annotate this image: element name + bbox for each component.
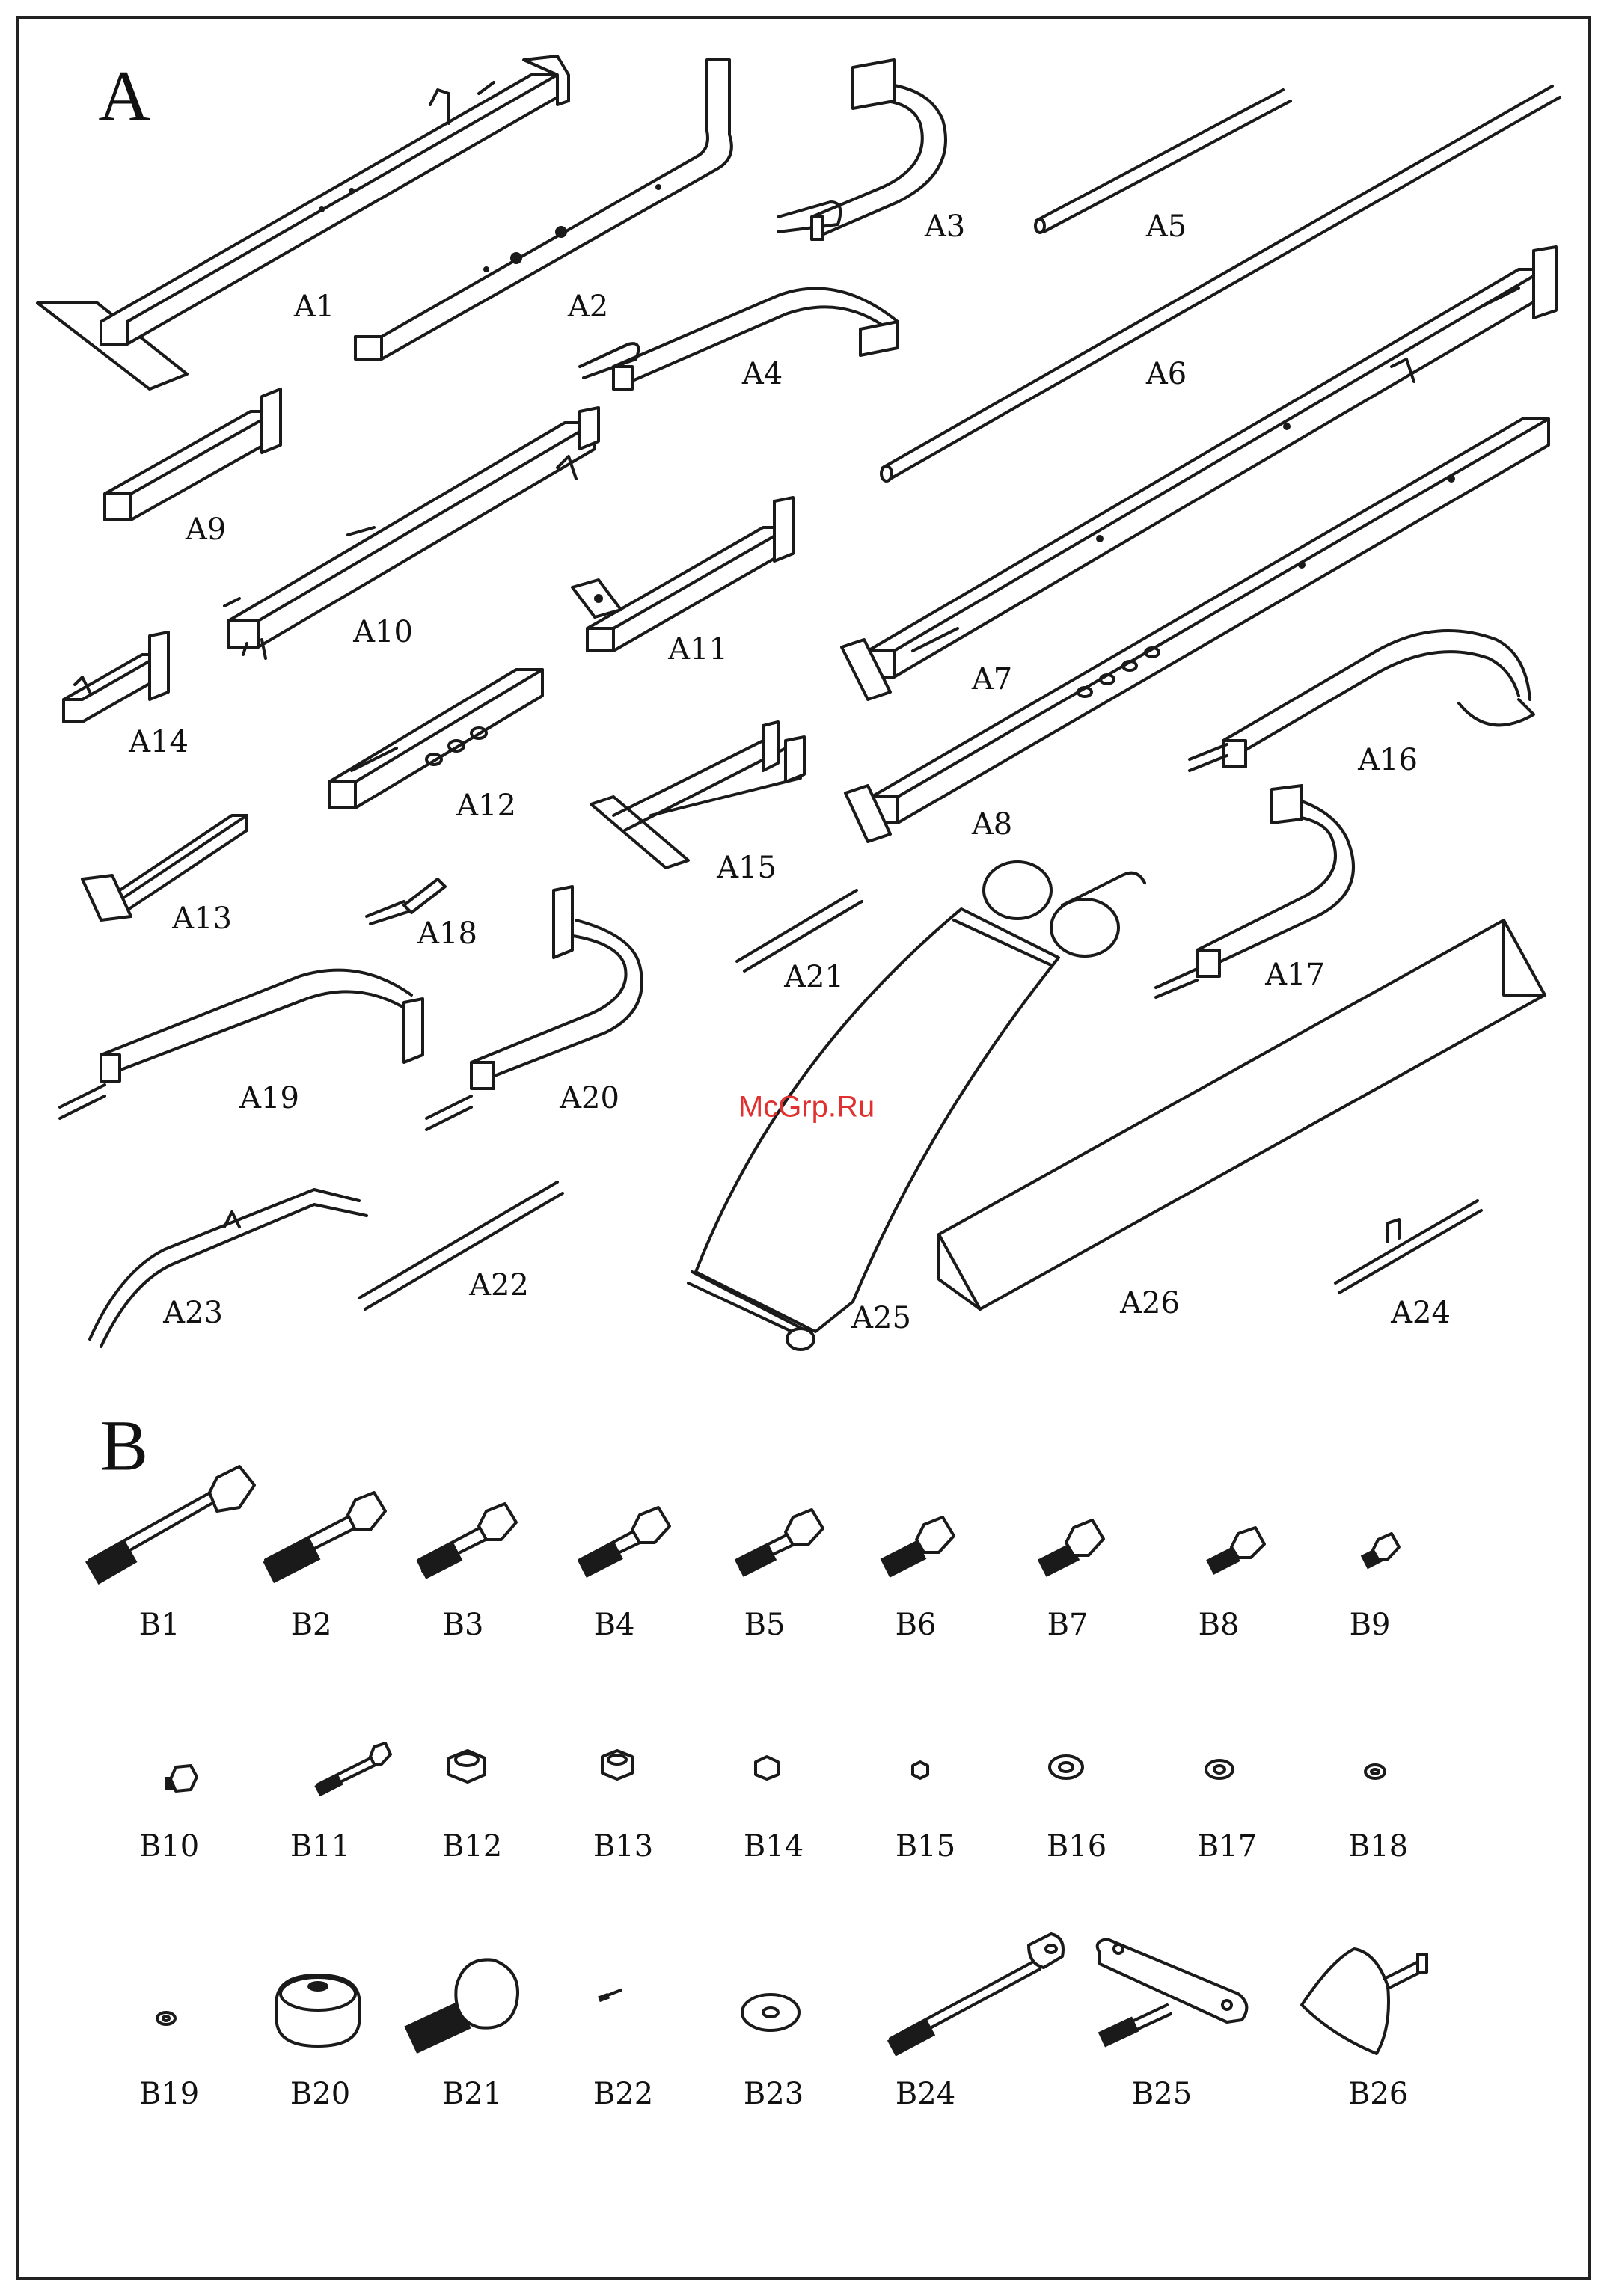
hardware-b10-drawing <box>165 1766 197 1791</box>
watermark: McGrp.Ru <box>738 1091 875 1124</box>
hardware-b4-drawing <box>578 1507 670 1578</box>
part-label-a9: A9 <box>186 512 226 547</box>
part-label-a18: A18 <box>417 916 477 951</box>
hardware-b24-drawing <box>887 1934 1063 2057</box>
part-label-a16: A16 <box>1358 743 1418 777</box>
hardware-b6-drawing <box>881 1517 954 1578</box>
hardware-label-b4: B4 <box>594 1608 635 1642</box>
section-a-heading: A <box>98 55 150 138</box>
hardware-label-b21: B21 <box>442 2077 502 2111</box>
part-a11-drawing <box>572 498 793 651</box>
part-label-a21: A21 <box>784 960 844 994</box>
part-label-a24: A24 <box>1391 1296 1451 1330</box>
hardware-label-b18: B18 <box>1348 1829 1408 1864</box>
hardware-b26-drawing <box>1302 1949 1427 2054</box>
hardware-label-b12: B12 <box>442 1829 502 1864</box>
part-label-a14: A14 <box>129 725 189 759</box>
hardware-b5-drawing <box>735 1510 823 1577</box>
hardware-b25-drawing <box>1098 1939 1247 2048</box>
part-label-a2: A2 <box>568 290 608 324</box>
part-label-a20: A20 <box>560 1081 619 1115</box>
hardware-label-b24: B24 <box>896 2077 955 2111</box>
hardware-b3-drawing <box>417 1504 516 1579</box>
hardware-b21-drawing <box>404 1959 518 2054</box>
part-label-a8: A8 <box>972 807 1012 842</box>
hardware-b18-drawing <box>1365 1765 1385 1778</box>
hardware-b14-drawing <box>756 1757 778 1779</box>
part-label-a4: A4 <box>742 357 783 391</box>
hardware-b20-drawing <box>277 1975 359 2046</box>
part-label-a5: A5 <box>1146 209 1187 244</box>
part-a21-drawing <box>737 890 862 971</box>
hardware-label-b16: B16 <box>1047 1829 1106 1864</box>
part-label-a7: A7 <box>972 662 1012 697</box>
hardware-label-b10: B10 <box>139 1829 199 1864</box>
part-label-a3: A3 <box>925 209 965 244</box>
hardware-label-b3: B3 <box>443 1608 484 1642</box>
hardware-label-b2: B2 <box>291 1608 332 1642</box>
section-b-heading: B <box>100 1404 148 1487</box>
hardware-label-b20: B20 <box>290 2077 350 2111</box>
part-a15-drawing <box>591 722 804 868</box>
hardware-label-b13: B13 <box>593 1829 653 1864</box>
part-label-a23: A23 <box>163 1296 223 1330</box>
part-label-a25: A25 <box>851 1301 911 1335</box>
hardware-label-b8: B8 <box>1199 1608 1240 1642</box>
hardware-label-b25: B25 <box>1132 2077 1192 2111</box>
part-label-a11: A11 <box>668 632 728 667</box>
hardware-b19-drawing <box>157 2012 175 2024</box>
part-label-a10: A10 <box>353 615 413 649</box>
hardware-b7-drawing <box>1038 1520 1104 1577</box>
part-a22-drawing <box>359 1182 563 1309</box>
part-a6-drawing <box>881 86 1560 481</box>
part-label-a1: A1 <box>294 290 334 324</box>
hardware-b8-drawing <box>1206 1528 1264 1575</box>
hardware-label-b23: B23 <box>744 2077 803 2111</box>
part-a12-drawing <box>329 670 542 808</box>
hardware-label-b5: B5 <box>744 1608 786 1642</box>
hardware-b23-drawing <box>742 1995 799 2030</box>
hardware-label-b26: B26 <box>1348 2077 1408 2111</box>
hardware-label-b19: B19 <box>139 2077 199 2111</box>
part-label-a6: A6 <box>1146 357 1187 391</box>
hardware-b12-drawing <box>449 1751 485 1782</box>
part-label-a12: A12 <box>456 789 516 823</box>
part-a9-drawing <box>105 389 281 520</box>
part-a4-drawing <box>580 289 898 389</box>
hardware-label-b11: B11 <box>290 1829 350 1864</box>
part-label-a13: A13 <box>172 901 232 936</box>
hardware-b13-drawing <box>602 1751 632 1779</box>
hardware-label-b6: B6 <box>896 1608 937 1642</box>
part-a3-drawing <box>778 60 946 239</box>
hardware-label-b22: B22 <box>593 2077 653 2111</box>
hardware-label-b14: B14 <box>744 1829 803 1864</box>
hardware-b15-drawing <box>913 1762 928 1778</box>
hardware-b2-drawing <box>263 1493 385 1583</box>
hardware-label-b9: B9 <box>1350 1608 1391 1642</box>
part-label-a17: A17 <box>1265 958 1325 992</box>
part-a23-drawing <box>90 1190 367 1347</box>
part-label-a26: A26 <box>1120 1286 1180 1320</box>
hardware-b16-drawing <box>1050 1756 1083 1778</box>
hardware-b11-drawing <box>314 1743 391 1796</box>
part-a24-drawing <box>1335 1201 1481 1293</box>
hardware-label-b15: B15 <box>896 1829 955 1864</box>
part-label-a19: A19 <box>239 1081 299 1115</box>
hardware-label-b1: B1 <box>139 1608 180 1642</box>
hardware-b22-drawing <box>598 1990 621 2002</box>
hardware-label-b7: B7 <box>1047 1608 1089 1642</box>
part-label-a15: A15 <box>717 851 777 885</box>
part-a14-drawing <box>64 632 168 722</box>
hardware-b17-drawing <box>1206 1760 1233 1778</box>
hardware-b9-drawing <box>1361 1534 1399 1569</box>
part-label-a22: A22 <box>469 1268 529 1302</box>
hardware-label-b17: B17 <box>1197 1829 1257 1864</box>
